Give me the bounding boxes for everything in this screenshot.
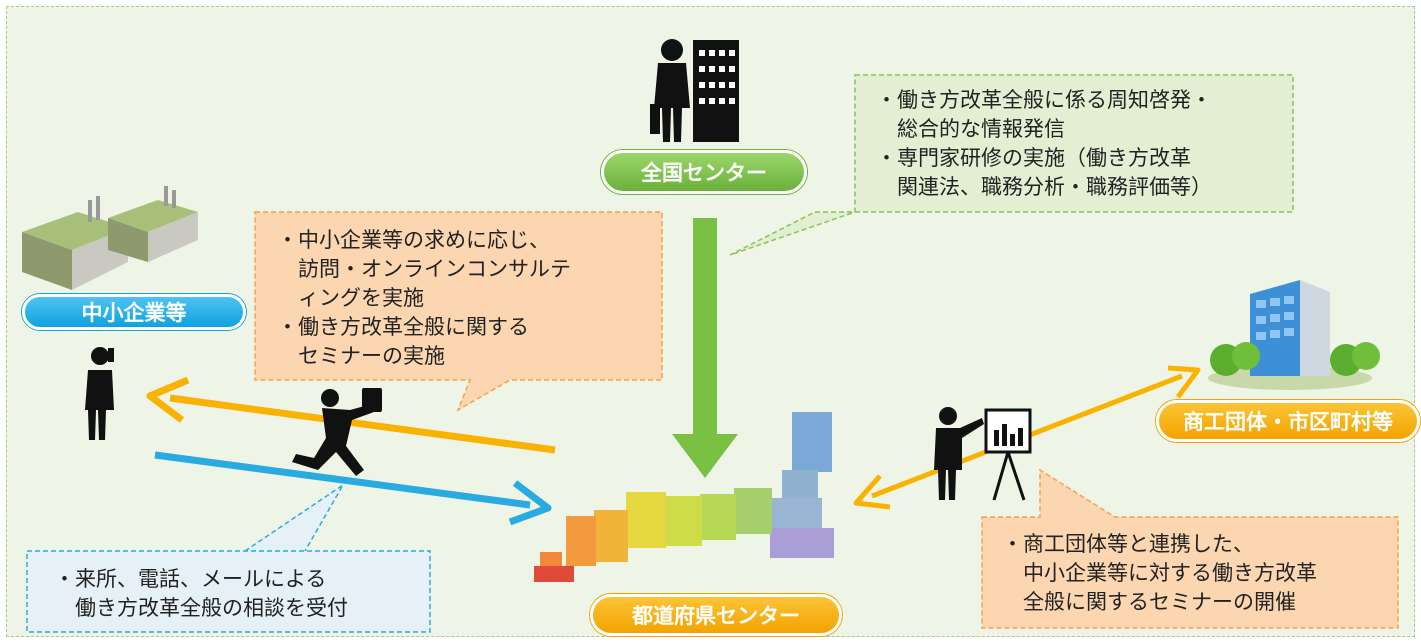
sme-label: 中小企業等	[22, 294, 246, 330]
running-person-icon	[292, 388, 382, 476]
national-to-prefectural-arrow	[672, 218, 738, 478]
outreach-callout-text: ・中小企業等の求めに応じ、 訪問・オンラインコンサルテ ィングを実施 ・働き方改…	[277, 228, 571, 368]
national-center-label: 全国センター	[601, 150, 807, 194]
presenter-board-icon	[934, 407, 1032, 501]
outreach-callout-box	[254, 211, 663, 412]
seminar-callout-box	[981, 468, 1399, 629]
prefectural-center-label: 都道府県センター	[590, 594, 842, 636]
consultation-callout-box	[26, 484, 431, 633]
businessman-building-icon	[650, 39, 739, 142]
commerce-municipality-label: 商工団体・市区町村等	[1156, 400, 1420, 442]
factory-icon	[22, 186, 198, 290]
prefectural-to-sme-arrow	[146, 376, 556, 454]
person-on-phone-icon	[85, 347, 114, 440]
consultation-callout-text: ・来所、電話、メールによる 働き方改革全般の相談を受付	[54, 567, 348, 620]
japan-prefecture-map-icon	[534, 412, 834, 582]
sme-to-prefectural-arrow	[154, 451, 552, 526]
office-building-icon	[1208, 280, 1380, 390]
seminar-callout-text: ・商工団体等と連携した、 中小企業等に対する働き方改革 全般に関するセミナーの開…	[1002, 532, 1317, 614]
national-callout-text: ・働き方改革全般に係る周知啓発・ 総合的な情報発信 ・専門家研修の実施（働き方改…	[876, 88, 1212, 199]
national-callout-box	[729, 74, 1294, 256]
